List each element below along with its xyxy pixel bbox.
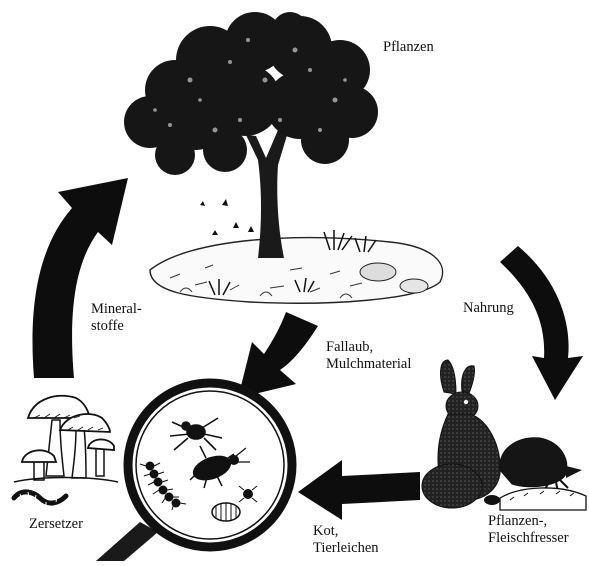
stone	[360, 263, 396, 281]
label-minerals: Mineral- stoffe	[91, 301, 142, 335]
mushrooms-and-worm-illustration	[14, 396, 118, 507]
mushroom-stem	[72, 428, 86, 478]
label-waste: Kot, Tierleichen	[313, 523, 379, 557]
tree-canopy	[124, 12, 378, 175]
arrow-waste	[298, 460, 420, 520]
magnifier-handle	[96, 522, 158, 561]
mole-body	[500, 438, 567, 487]
label-litter-line1: Fallaub,	[326, 339, 411, 356]
label-litter: Fallaub, Mulchmaterial	[326, 339, 411, 373]
hare-eye	[464, 400, 468, 404]
mushroom-stem	[96, 448, 104, 476]
ground-beetle	[484, 495, 500, 505]
woodlouse-icon	[212, 503, 240, 521]
falling-leaves	[200, 199, 254, 235]
label-plants: Pflanzen	[383, 39, 434, 56]
magnifying-glass-with-soil-organisms	[96, 383, 292, 561]
arrow-minerals	[33, 178, 128, 378]
label-consumers-line1: Pflanzen-,	[488, 513, 569, 530]
label-minerals-line1: Mineral-	[91, 301, 142, 318]
mushroom-cap	[88, 439, 114, 450]
label-consumers-line2: Fleischfresser	[488, 530, 569, 547]
hare-ear	[462, 366, 475, 396]
label-minerals-line2: stoffe	[91, 318, 142, 335]
stone	[400, 279, 428, 293]
label-food: Nahrung	[463, 300, 514, 317]
ground-patch	[150, 238, 443, 304]
label-waste-line1: Kot,	[313, 523, 379, 540]
mole-snout	[566, 466, 582, 478]
mushroom-stem	[34, 460, 44, 480]
label-decomposers: Zersetzer	[29, 516, 83, 533]
label-waste-line2: Tierleichen	[313, 540, 379, 557]
arrow-litter	[238, 312, 318, 398]
mushroom-ground	[14, 478, 118, 483]
label-consumers: Pflanzen-, Fleischfresser	[488, 513, 569, 547]
label-litter-line2: Mulchmaterial	[326, 356, 411, 373]
hare-belly	[422, 464, 482, 508]
arrow-food	[500, 246, 583, 400]
hare-ear	[441, 360, 456, 394]
